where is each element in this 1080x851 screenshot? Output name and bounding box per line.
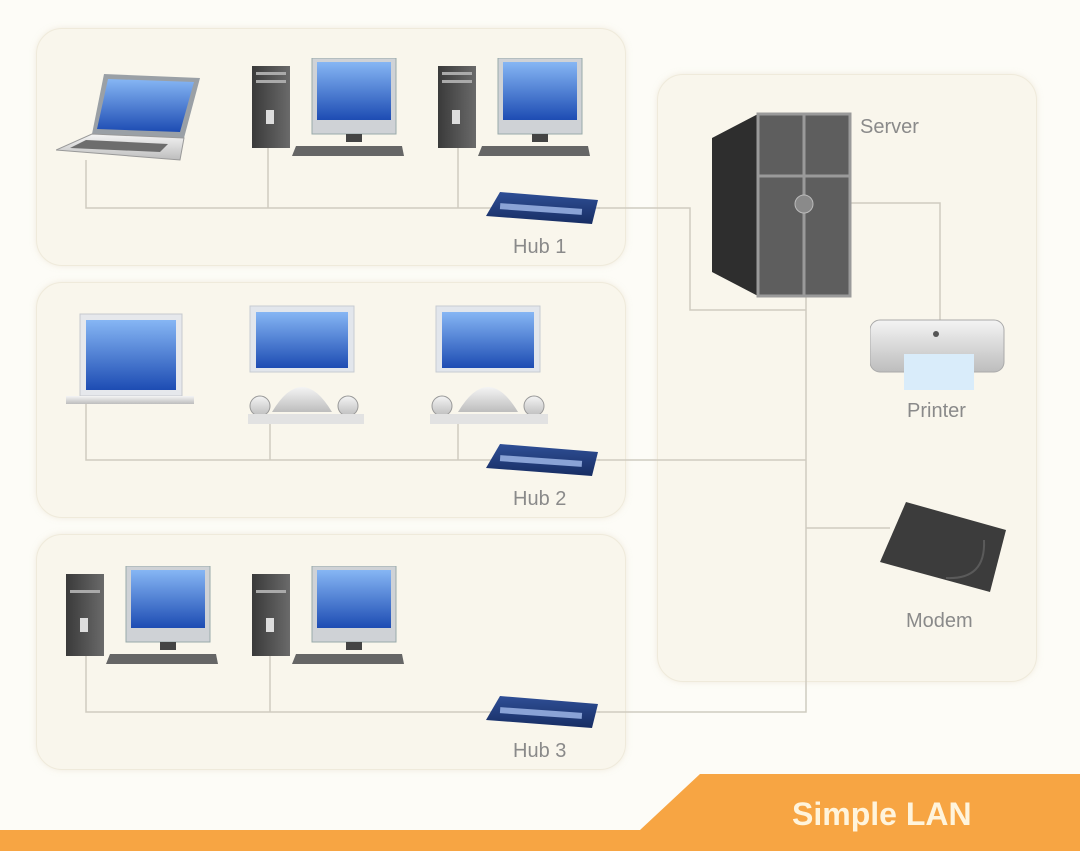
server-icon [712,112,852,298]
printer-label: Printer [907,400,966,422]
hub-icon [486,696,598,728]
imac-icon [248,305,364,424]
diagram-title: Simple LAN [792,796,972,832]
desktop-pc-icon [252,58,404,156]
hub-label: Hub 2 [513,488,567,510]
hub-icon [486,192,598,224]
desktop-pc-icon [66,566,218,664]
laptop-icon [66,313,194,404]
laptop-icon [56,74,200,161]
hub-icon [486,444,598,476]
modem-icon [880,502,1006,592]
desktop-pc-icon [438,58,590,156]
server-label: Server [860,116,919,138]
hub-label: Hub 3 [513,740,567,762]
hub-label: Hub 1 [513,236,567,258]
imac-icon [430,305,548,424]
modem-label: Modem [906,610,973,632]
desktop-pc-icon [252,566,404,664]
printer-icon [870,319,1005,390]
